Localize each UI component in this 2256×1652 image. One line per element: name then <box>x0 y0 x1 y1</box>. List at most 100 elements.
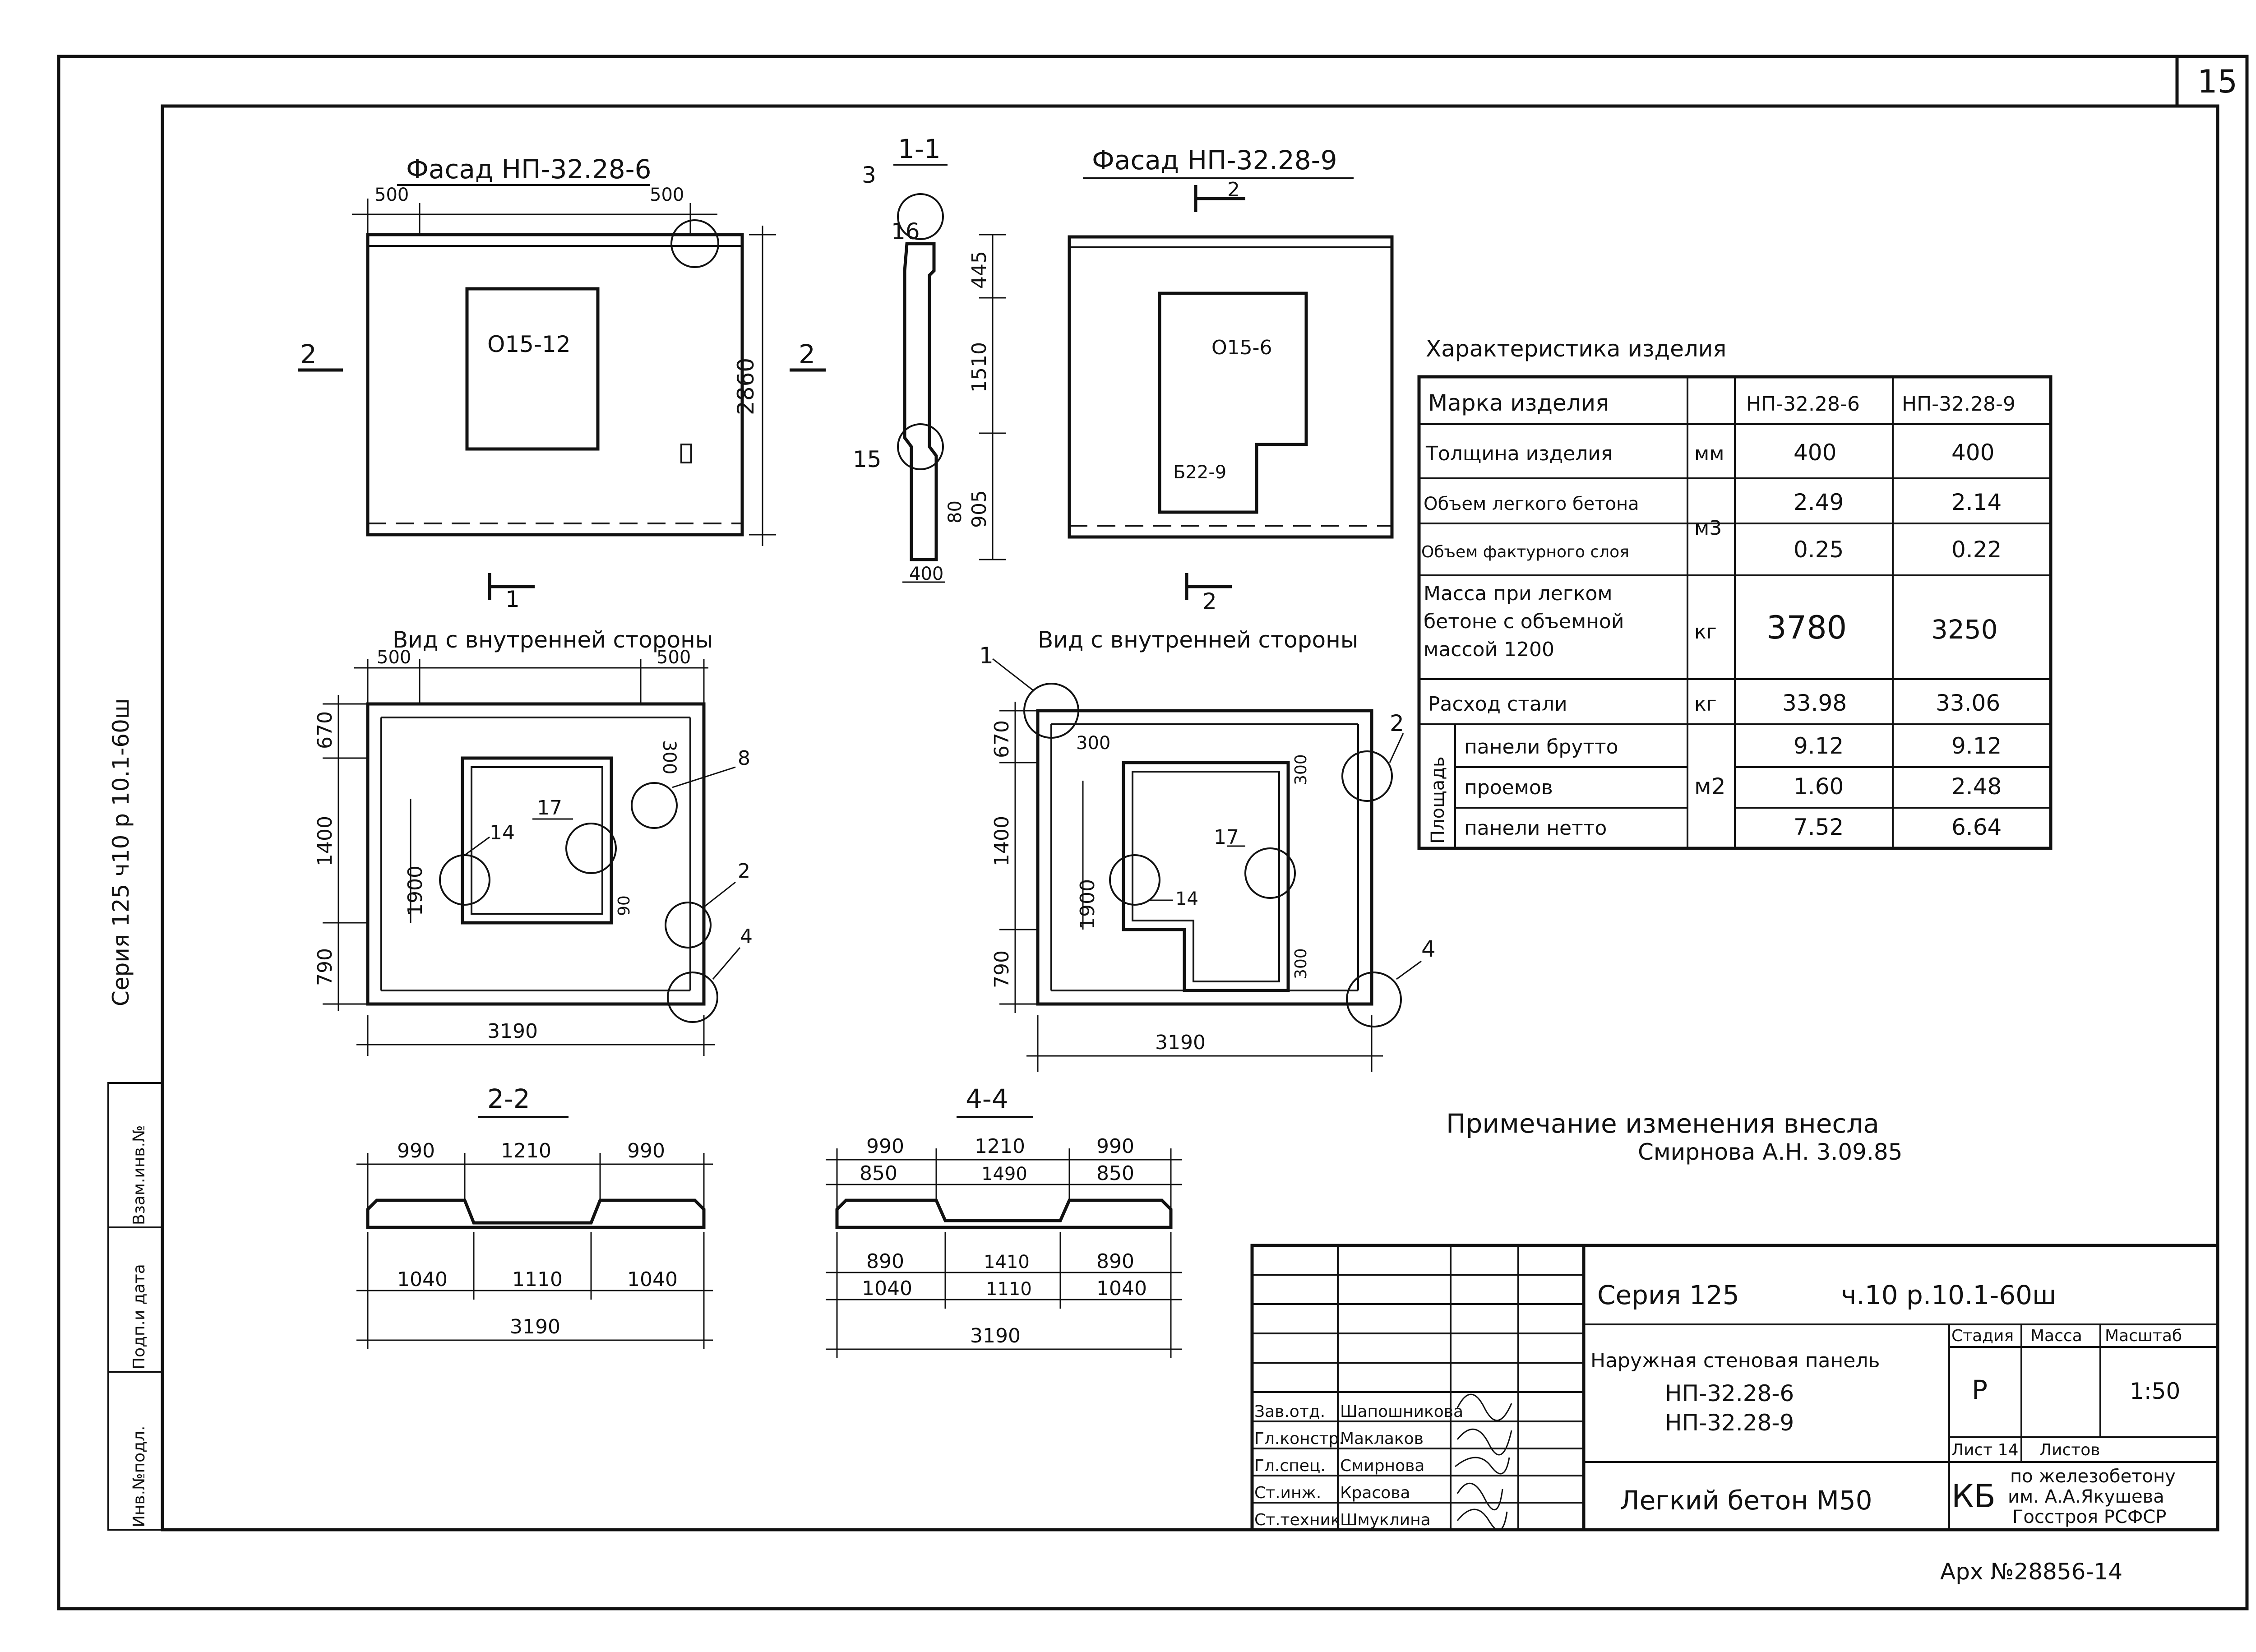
section22-total: 3190 <box>510 1315 560 1338</box>
inner1-callout-17: 17 <box>537 796 562 819</box>
characteristics-table: Характеристика изделия Марка изделия НП-… <box>1417 336 2053 850</box>
inner1-dim-300: 300 <box>659 740 680 774</box>
inner2-opening <box>1122 761 1290 992</box>
tb-scale: 1:50 <box>2130 1378 2180 1404</box>
row-volume-v1: 2.49 <box>1794 489 1844 515</box>
signer-1-name: Маклаков <box>1340 1430 1424 1448</box>
inner2-dim-790: 790 <box>990 950 1013 988</box>
row-mass-v1: 3780 <box>1766 609 1847 646</box>
inner2-dim-300-top: 300 <box>1076 733 1110 754</box>
signer-4-name: Шмуклина <box>1340 1511 1431 1529</box>
inner2-dim-1400: 1400 <box>990 816 1013 866</box>
opening-o15-12 <box>465 287 600 451</box>
tb-stage: Р <box>1972 1374 1988 1405</box>
inner1-callout-14: 14 <box>490 821 515 844</box>
opening-o15-6-label: О15-6 <box>1211 336 1272 359</box>
area-openings-v1: 1.60 <box>1794 773 1844 800</box>
section11-dim-1510: 1510 <box>968 342 991 393</box>
inner1-callout-2: 2 <box>738 860 750 883</box>
inner1-callout-4: 4 <box>740 925 753 948</box>
title-block: Зав.отд. Шапошникова Гл.констр. Маклаков… <box>1250 1244 2219 1532</box>
tb-org-line3: Госстроя РСФСР <box>2012 1507 2166 1527</box>
section11-dim-400: 400 <box>909 564 943 584</box>
section11-callout-3: 3 <box>862 162 876 188</box>
signer-3-name: Красова <box>1340 1484 1410 1502</box>
row-steel-unit: кг <box>1694 693 1717 716</box>
inner2-callout-2: 2 <box>1390 710 1404 736</box>
area-openings-v2: 2.48 <box>1951 773 2002 800</box>
area-net-label: панели нетто <box>1464 817 1607 840</box>
section44-top-1: 1210 <box>975 1135 1025 1158</box>
row-mass-label: Масса при легком бетоне с объемной массо… <box>1424 582 1624 661</box>
section44-top-2: 990 <box>1096 1135 1134 1158</box>
section44-low1-1: 1410 <box>984 1252 1030 1273</box>
facade1-dim-height: 2860 <box>733 358 759 415</box>
row-thickness-label: Толщина изделия <box>1425 442 1613 465</box>
section44-mid-2: 850 <box>1096 1162 1134 1185</box>
area-gross-v1: 9.12 <box>1794 733 1844 759</box>
section44-low2-0: 1040 <box>862 1277 912 1300</box>
revision-note: Примечание изменения внесла Смирнова А.Н… <box>1446 1108 1902 1165</box>
facade1-title: Фасад НП-32.28-6 <box>406 154 651 185</box>
section44-total: 3190 <box>970 1324 1021 1347</box>
tb-scale-label: Масштаб <box>2105 1327 2182 1345</box>
tb-sheet-label: Лист 14 <box>1951 1441 2018 1459</box>
note-line2: Смирнова А.Н. 3.09.85 <box>1638 1139 1902 1165</box>
facade1-dim-left: 500 <box>374 185 409 205</box>
inner2-dim-670: 670 <box>990 720 1013 758</box>
inner1-dim-670: 670 <box>314 711 337 749</box>
signer-3-role: Ст.инж. <box>1254 1484 1321 1502</box>
area-group-label: Площадь <box>1428 756 1448 844</box>
section22-bottom-1: 1110 <box>512 1268 563 1291</box>
section11-dim-445: 445 <box>968 251 991 289</box>
row-thickness-v2: 400 <box>1951 440 1994 466</box>
facade-np-32-28-9: Фасад НП-32.28-9 О15-6 Б22-9 2 2 <box>1068 145 1394 615</box>
tb-name-line1: Наружная стеновая панель <box>1590 1349 1880 1372</box>
area-openings-label: проемов <box>1464 776 1553 799</box>
inner2-callout-14: 14 <box>1175 888 1198 909</box>
inner-frame <box>161 104 2219 1532</box>
inner2-dim-300-low: 300 <box>1292 948 1310 979</box>
inner1-opening <box>461 756 613 925</box>
row-steel-v2: 33.06 <box>1936 690 2000 716</box>
inner1-title: Вид с внутренней стороны <box>393 627 713 653</box>
facade1-cut-left: 2 <box>300 339 317 370</box>
inner2-title: Вид с внутренней стороны <box>1038 627 1358 653</box>
tb-org-line1: по железобетону <box>2010 1466 2176 1487</box>
row-texture-v1: 0.25 <box>1794 537 1844 563</box>
tb-name-line2: НП-32.28-6 <box>1665 1380 1794 1407</box>
inner2-callout-1: 1 <box>979 643 994 669</box>
inner2-callout-4: 4 <box>1421 936 1436 962</box>
section22-title: 2-2 <box>487 1083 530 1114</box>
archive-number: Арх №28856-14 <box>1940 1559 2122 1585</box>
outer-frame <box>57 55 2249 1610</box>
note-line1: Примечание изменения внесла <box>1446 1108 1879 1139</box>
signer-4-role: Ст.техник <box>1254 1511 1341 1529</box>
section-1-1: 1-1 445 1510 905 80 400 3 16 15 <box>853 134 1006 584</box>
table-header-col2: НП-32.28-9 <box>1902 393 2016 416</box>
facade2-cut-bottom: 2 <box>1202 588 1217 615</box>
inner1-dim-1900: 1900 <box>404 865 427 916</box>
area-net-v1: 7.52 <box>1794 814 1844 840</box>
section44-title: 4-4 <box>966 1083 1008 1114</box>
section22-top-0: 990 <box>397 1139 435 1162</box>
row-texture-v2: 0.22 <box>1951 537 2002 563</box>
section11-dim-905: 905 <box>968 490 991 528</box>
table-title: Характеристика изделия <box>1426 336 1726 362</box>
inner-view-1: Вид с внутренней стороны 500 500 670 140… <box>314 627 753 1056</box>
inner2-dim-3190: 3190 <box>1155 1031 1206 1054</box>
row-thickness-v1: 400 <box>1794 440 1836 466</box>
section11-callout-15: 15 <box>853 446 882 472</box>
side-stamp: Серия 125 ч10 р 10.1-60ш <box>108 698 134 1006</box>
inner2-dim-300-right: 300 <box>1292 754 1310 785</box>
section44-mid-0: 850 <box>860 1162 897 1185</box>
row-thickness-unit: мм <box>1694 442 1724 465</box>
section22-bottom-0: 1040 <box>397 1268 448 1291</box>
facade1-dim-right: 500 <box>650 185 684 205</box>
inner1-dim-top-right: 500 <box>656 647 691 668</box>
section22-top-2: 990 <box>627 1139 665 1162</box>
facade2-cut-top: 2 <box>1227 178 1240 201</box>
area-gross-label: панели брутто <box>1464 736 1618 759</box>
facade1-cut-bottom: 1 <box>505 586 520 612</box>
